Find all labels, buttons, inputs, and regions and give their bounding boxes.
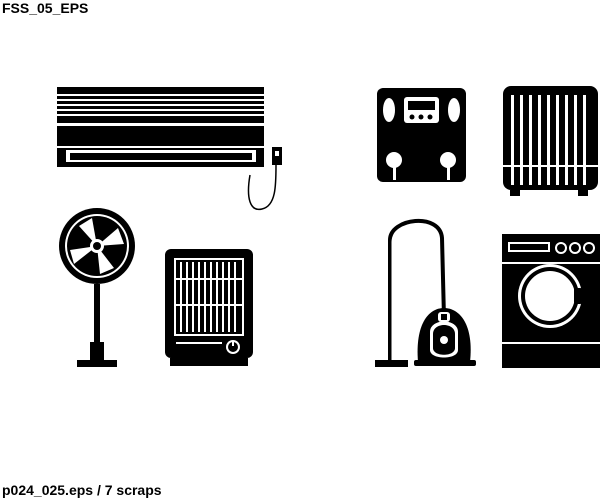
electric-heater-icon [165, 249, 253, 366]
oil-radiator-heater-icon [503, 86, 598, 196]
footer-caption: p024_025.eps / 7 scraps [2, 482, 162, 498]
standing-fan-icon [59, 208, 135, 367]
washing-machine-icon [502, 234, 600, 368]
vacuum-cleaner-icon [375, 219, 476, 367]
bathroom-scale-icon [377, 88, 466, 182]
page-title: FSS_05_EPS [2, 0, 89, 16]
air-conditioner-icon [57, 87, 282, 211]
